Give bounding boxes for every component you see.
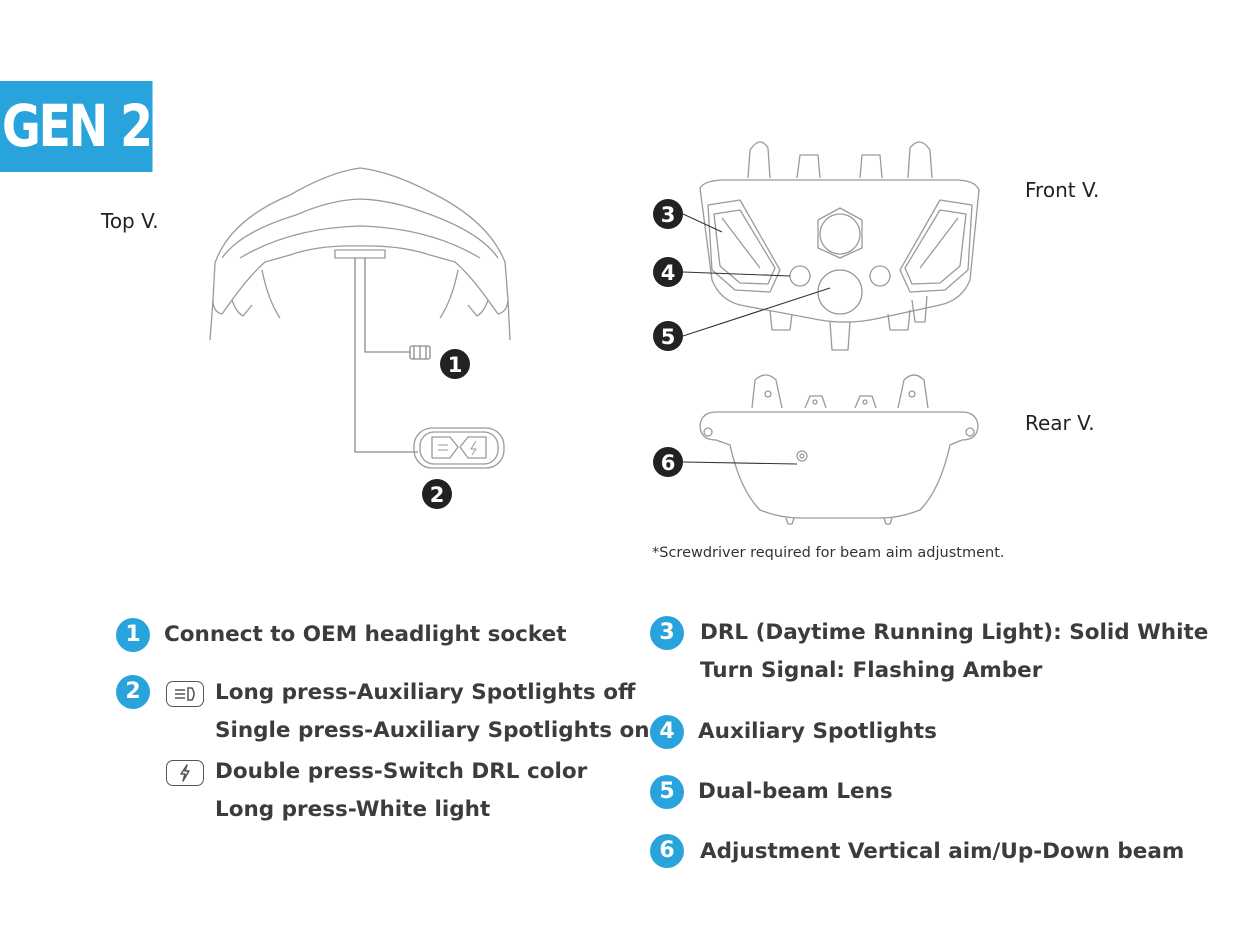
legend-number-6: 6 [650,834,684,868]
svg-text:5: 5 [661,325,676,349]
legend-item-1: 1 Connect to OEM headlight socket [116,618,567,654]
legend-text-3: DRL (Daytime Running Light): Solid White… [700,614,1208,690]
legend-line-2a-2: Single press-Auxiliary Spotlights on [215,718,650,743]
legend-text-2a: Long press-Auxiliary Spotlights off Sing… [215,674,650,750]
legend-text-1: Connect to OEM headlight socket [164,622,567,647]
legend-item-3: 3 DRL (Daytime Running Light): Solid Whi… [650,616,1208,690]
legend-item-6: 6 Adjustment Vertical aim/Up-Down beam [650,834,1184,871]
gen-badge: GEN 2 [0,81,153,172]
legend-line-3-1: DRL (Daytime Running Light): Solid White [700,620,1209,645]
legend-item-5: 5 Dual-beam Lens [650,775,893,811]
spotlight-button-icon [166,681,204,707]
top-view-wires [354,258,431,453]
svg-text:4: 4 [661,261,676,285]
rear-view-housing [699,374,979,525]
rear-view-label: Rear V. [1025,411,1095,435]
top-view-label: Top V. [101,209,159,233]
legend-number-2: 2 [116,675,150,709]
legend-item-2: 2 Long press-Auxiliary Spotlights off Si… [116,675,650,829]
legend-number-5: 5 [650,775,684,809]
callout-2: 2 [422,479,452,509]
front-view-label: Front V. [1025,178,1100,202]
legend-line-3-2: Turn Signal: Flashing Amber [700,658,1043,683]
legend-line-2a-1: Long press-Auxiliary Spotlights off [215,680,636,705]
headlight-diagram: 1 2 3 4 5 6 [209,141,980,525]
handlebar-switch [413,427,505,469]
svg-text:2: 2 [430,483,445,507]
legend-line-2b-2: Long press-White light [215,797,491,822]
screwdriver-note: *Screwdriver required for beam aim adjus… [652,545,1005,561]
svg-text:3: 3 [661,203,676,227]
callout-4: 4 [653,257,683,287]
callouts: 1 2 3 4 5 6 [422,199,683,509]
callout-1: 1 [440,349,470,379]
front-view-housing [699,141,980,351]
legend-text-4: Auxiliary Spotlights [698,719,937,744]
svg-text:1: 1 [448,353,463,377]
callout-6: 6 [653,447,683,477]
legend-number-3: 3 [650,616,684,650]
legend-text-2b: Double press-Switch DRL color Long press… [215,753,587,829]
callout-3: 3 [653,199,683,229]
svg-text:6: 6 [661,451,676,475]
leader-lines [682,213,831,465]
legend-line-2b-1: Double press-Switch DRL color [215,759,588,784]
lightning-button-icon [166,760,204,786]
legend-number-1: 1 [116,618,150,652]
legend-text-5: Dual-beam Lens [698,779,893,804]
callout-5: 5 [653,321,683,351]
top-view-housing [209,167,511,341]
legend-item-4: 4 Auxiliary Spotlights [650,715,937,751]
legend-number-4: 4 [650,715,684,749]
legend-text-6: Adjustment Vertical aim/Up-Down beam [700,839,1185,864]
